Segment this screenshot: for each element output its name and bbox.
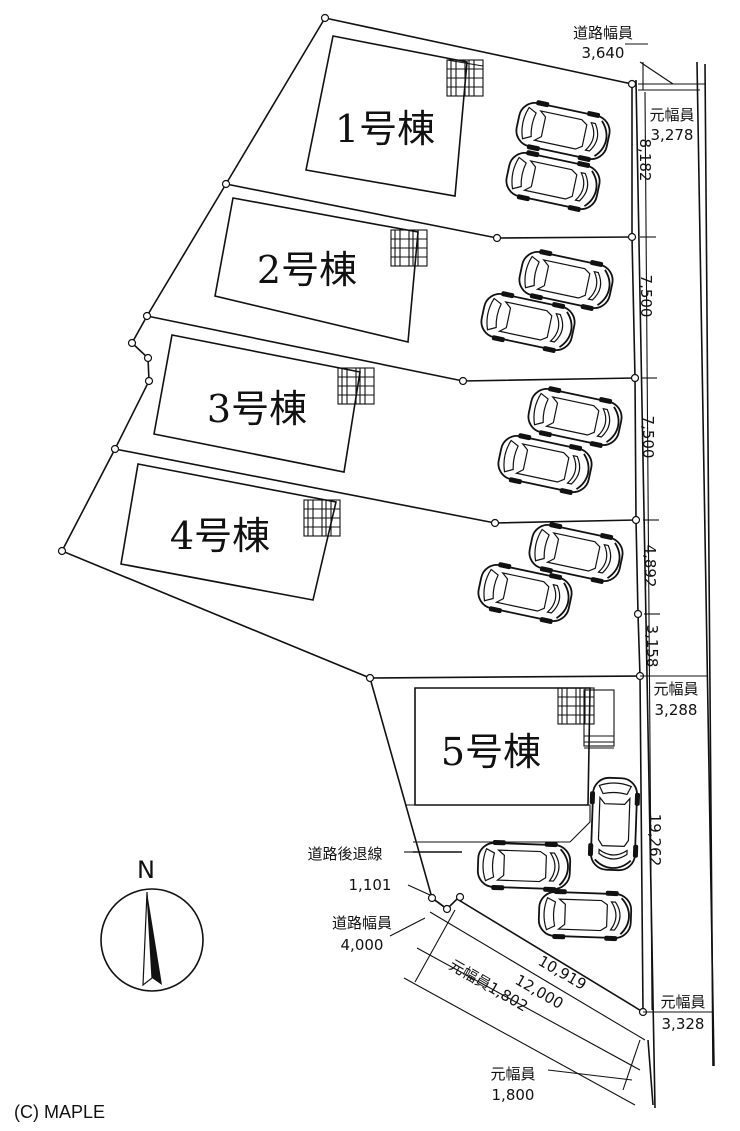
building-3: 3号棟 <box>153 334 375 473</box>
orig-width-4-value: 1,800 <box>492 1086 535 1104</box>
north-label: N <box>137 856 155 884</box>
road-width-top-value: 3,640 <box>582 44 625 62</box>
frontage-dim-5: 3,158 <box>643 625 661 668</box>
frontage-dim-2: 7,500 <box>637 275 655 318</box>
dimension-lines <box>389 43 712 1106</box>
road-width-bottom-label: 道路幅員 <box>332 914 392 932</box>
orig-width-4-label: 元幅員 <box>490 1065 535 1083</box>
orig-width-2-label: 元幅員 <box>653 680 698 698</box>
frontage-dim-3: 7,500 <box>639 416 657 459</box>
orig-width-2-value: 3,288 <box>655 701 698 719</box>
building-4: 4号棟 <box>120 463 341 601</box>
setback-label: 道路後退線 <box>307 845 382 863</box>
road-width-top-label: 道路幅員 <box>573 24 633 42</box>
frontage-dim-6: 19,262 <box>646 814 664 867</box>
road-width-bottom-value: 4,000 <box>341 936 384 954</box>
building-4-label: 4号棟 <box>170 514 270 558</box>
building-2-label: 2号棟 <box>257 248 357 292</box>
parked-cars <box>473 96 642 943</box>
orig-width-3-value: 3,328 <box>662 1015 705 1033</box>
copyright: (C) MAPLE <box>14 1102 105 1122</box>
compass-circle <box>100 888 204 992</box>
frontage-dim-4: 4,892 <box>641 545 659 588</box>
building-1: 1号棟 <box>305 35 484 197</box>
building-5: 5号棟 <box>405 687 615 843</box>
building-3-label: 3号棟 <box>207 387 307 431</box>
building-2: 2号棟 <box>214 197 428 343</box>
building-5-label: 5号棟 <box>441 730 541 774</box>
orig-width-1-label: 元幅員 <box>649 106 694 124</box>
frontage-dim-1: 8,182 <box>636 139 654 182</box>
orig-width-3-label: 元幅員 <box>660 993 705 1011</box>
orig-width-1-value: 3,278 <box>651 126 694 144</box>
north-arrow-icon <box>147 892 162 985</box>
building-1-label: 1号棟 <box>335 107 435 151</box>
north-compass: N <box>100 856 204 992</box>
setback-value: 1,101 <box>349 876 392 894</box>
